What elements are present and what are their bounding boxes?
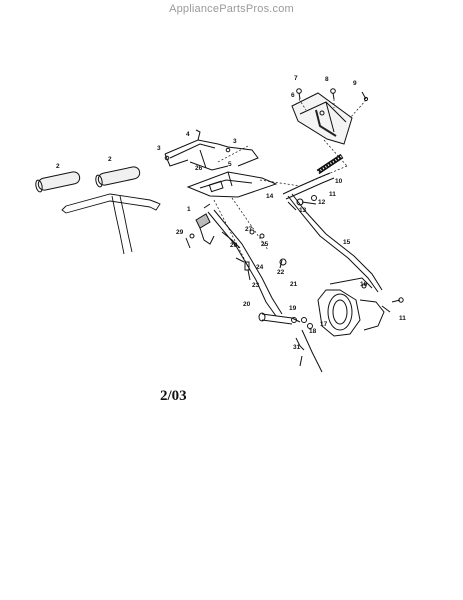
screw-7	[296, 88, 302, 100]
part-label-15: 15	[343, 239, 351, 246]
grip-left-part	[35, 171, 81, 193]
screw-9	[361, 91, 369, 102]
part-label-24: 24	[256, 264, 264, 271]
part-label-10: 10	[335, 178, 343, 185]
part-label-14: 14	[266, 193, 274, 200]
part-label-11b: 11	[399, 315, 406, 322]
part-label-7: 7	[294, 75, 298, 82]
axle-bracket-part	[258, 283, 404, 351]
handle-bracket-part	[186, 171, 278, 198]
handle-cover-part	[291, 92, 353, 145]
part-label-3b: 3	[157, 145, 161, 152]
part-label-26a: 26	[195, 165, 203, 172]
clutch-lever-part	[185, 203, 215, 249]
part-label-4: 4	[186, 131, 190, 138]
part-label-1: 1	[187, 206, 191, 213]
wheel-housing-part	[299, 277, 385, 373]
part-label-13: 13	[299, 207, 307, 214]
part-label-9: 9	[353, 80, 357, 87]
part-label-16: 16	[360, 281, 368, 288]
part-label-18: 18	[309, 328, 317, 335]
revision-date: 2/03	[160, 388, 187, 404]
part-label-5: 5	[228, 161, 232, 168]
linkage-parts	[287, 195, 317, 211]
part-number-labels: 7 8 9 6 4 3 3 26 5 2 2 10 14 11 12 13 1 …	[56, 75, 406, 351]
shift-lever-part	[282, 153, 344, 200]
part-label-3a: 3	[233, 138, 237, 145]
part-label-25: 25	[261, 241, 269, 248]
part-label-20: 20	[243, 301, 251, 308]
screw-8	[330, 88, 336, 100]
grip-right-part	[95, 166, 141, 188]
control-rod-15	[287, 193, 383, 293]
part-label-6: 6	[291, 92, 295, 99]
part-label-11a: 11	[329, 191, 336, 198]
part-label-17: 17	[320, 321, 328, 328]
part-label-23: 23	[252, 282, 260, 289]
part-label-2b: 2	[108, 156, 112, 163]
lower-handle-part	[61, 193, 161, 255]
upper-handle-part	[164, 129, 259, 171]
part-label-29: 29	[176, 229, 184, 236]
part-label-19: 19	[289, 305, 297, 312]
leader-lines	[213, 98, 367, 271]
part-label-27: 27	[245, 226, 253, 233]
part-label-2a: 2	[56, 163, 60, 170]
part-label-12: 12	[318, 199, 326, 206]
site-watermark: AppliancePartsPros.com	[169, 3, 294, 15]
handle-shaft-part	[207, 209, 283, 317]
part-label-8: 8	[325, 76, 329, 83]
part-label-22: 22	[277, 269, 285, 276]
part-label-31: 31	[293, 344, 301, 351]
clutch-cable-part	[221, 229, 287, 281]
part-label-21: 21	[290, 281, 298, 288]
part-label-26b: 26	[230, 242, 238, 249]
